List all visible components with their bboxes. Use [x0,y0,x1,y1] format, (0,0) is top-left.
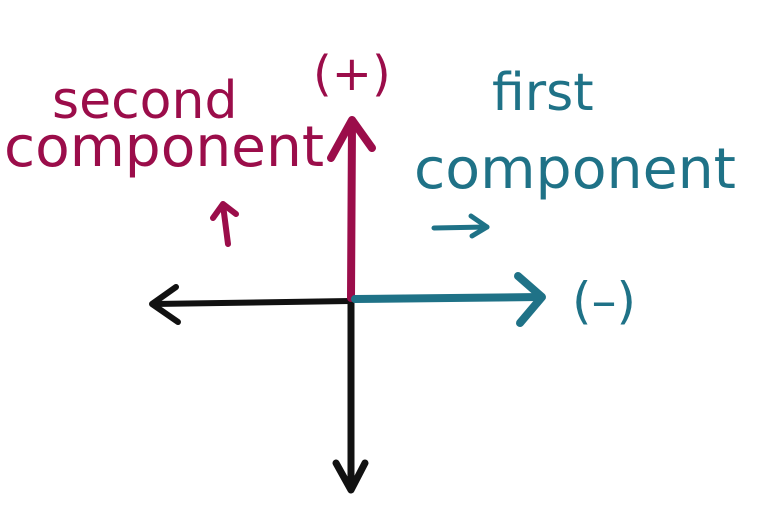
second-component-label-line1: second [52,71,237,131]
positive-sign-label: (+) [313,46,391,102]
arrow-up-icon [210,201,239,247]
second-component-label-line2: component [4,115,324,180]
negative-sign-label: (–) [572,272,636,330]
second-component-vector [327,116,376,302]
axis-left [149,284,353,325]
first-component-label-line2: component [414,137,736,202]
axis-down [332,299,369,494]
arrow-right-icon [431,213,490,239]
first-component-vector [351,272,546,327]
first-component-label-line1: first [492,63,594,123]
